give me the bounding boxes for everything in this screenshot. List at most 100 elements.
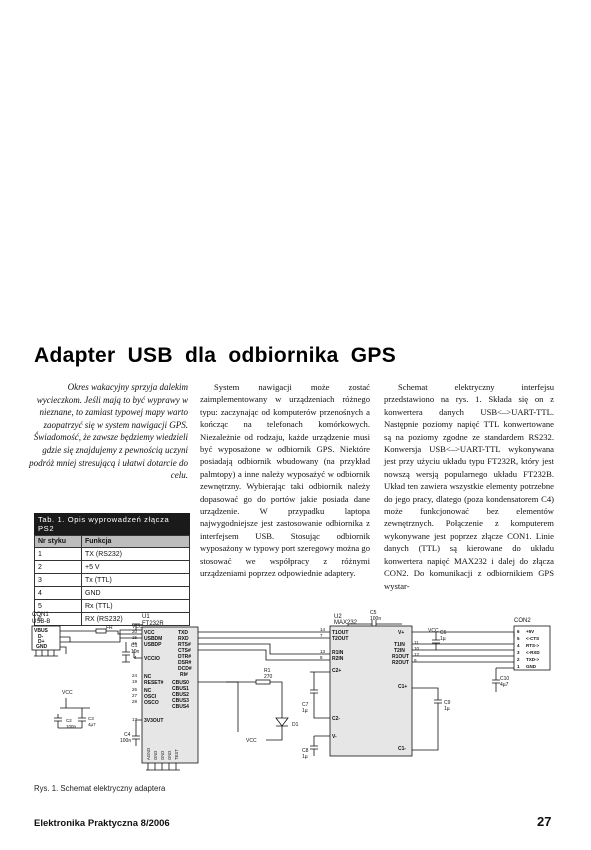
table-cell: +5 V [81, 560, 190, 574]
table-cell: RX (RS232) [81, 612, 190, 626]
c2-label: C2 [66, 718, 72, 723]
con2-pin-number: 3 [517, 650, 520, 655]
u1-pin-number: 19 [132, 679, 138, 684]
u1-pin: RXD [178, 636, 189, 642]
con2-pin: +5V [526, 629, 534, 634]
d1-diode [266, 717, 289, 741]
u2-pin-number: 10 [414, 646, 420, 651]
con2-pin: GND [526, 664, 537, 669]
u1-pin: NC [144, 688, 152, 694]
u1-pin: RI# [180, 672, 188, 678]
con2-pin-number: 6 [517, 629, 520, 634]
u1-pin: CBUS0 [172, 680, 189, 686]
u2-pin: R1OUT [392, 654, 409, 660]
u2-pin: R2OUT [392, 660, 409, 666]
c9-label: C9 [444, 700, 451, 706]
table-cell: 2 [34, 560, 82, 574]
u1-gnd-pin: GND [160, 751, 165, 760]
con2-pin-number: 5 [517, 636, 520, 641]
u1-pin-number: 20 [132, 629, 138, 634]
u1-gnd-pin: TEST [174, 749, 179, 760]
c6-label: C6 [440, 630, 447, 636]
con2-pin: TXD-> [526, 657, 539, 662]
table-header: Nr styku [34, 535, 82, 548]
u2-pin-number: 12 [414, 652, 420, 657]
article-column-2: System nawigacji może zostać zaimplement… [200, 381, 370, 580]
table-cell: TX (RS232) [81, 547, 190, 561]
c1-value: 10n [131, 649, 140, 655]
vcc-label: VCC [246, 738, 257, 744]
page-number: 27 [537, 814, 552, 829]
u1-pin-number: 26 [132, 687, 138, 692]
con2-label: CON2 [514, 618, 531, 624]
con2-pin-number: 4 [517, 643, 520, 648]
u1-pin: VCCIO [144, 656, 160, 662]
con1-pin: D+ [38, 639, 45, 645]
u2-pin: T2IN [394, 648, 405, 654]
lead-text: Okres wakacyjny sprzyja dalekim wycieczk… [29, 382, 188, 481]
vcc-label: VCC [62, 690, 73, 696]
article-lead: Okres wakacyjny sprzyja dalekim wycieczk… [28, 381, 188, 482]
u2-pin: R1IN [332, 650, 344, 656]
u1-pin: RTS# [178, 642, 191, 648]
u2-pin: V+ [398, 630, 404, 636]
r1-value: 270 [264, 674, 273, 680]
vcc-label: VCC [428, 628, 439, 634]
c4-label: C4 [124, 732, 131, 738]
u2-label: U2 [334, 614, 342, 620]
table-cell: 4 [34, 586, 82, 600]
u1-pin: OSCI [144, 694, 157, 700]
u2-pin-number: 7 [320, 633, 323, 638]
c8-label: C8 [302, 748, 309, 754]
u1-pin-number: 4 [134, 655, 137, 660]
u2-pin-number: 13 [320, 649, 326, 654]
con2-pin: <-RXD [526, 650, 540, 655]
u1-pin: TXD [178, 630, 188, 636]
journal-footer: Elektronika Praktyczna 8/2006 [34, 818, 170, 829]
c10-label: C10 [500, 676, 509, 682]
con2-pin-number: 2 [517, 657, 520, 662]
u1-pin: CBUS3 [172, 698, 189, 704]
u2-pin: C1- [398, 746, 406, 752]
u2-pin: C2- [332, 716, 340, 722]
c5-value: 100n [370, 616, 381, 622]
con1-label: CON1 [32, 612, 49, 618]
u2-pin-number: 11 [414, 640, 419, 645]
d1-label: D1 [292, 722, 299, 728]
pinout-table: Tab. 1. Opis wyprowadzeń złącza PS2 Nr s… [34, 513, 190, 626]
c4-value: 100n [120, 738, 131, 744]
table-cell: 1 [34, 547, 82, 561]
fr-ferrite [95, 628, 107, 634]
con1-connector [31, 625, 61, 651]
con1-pin: D- [38, 634, 44, 640]
c5-label: C5 [370, 610, 377, 616]
con2-pin: RTS-> [526, 643, 539, 648]
u2-pin: T2OUT [332, 636, 348, 642]
u1-pin-number: 27 [132, 693, 138, 698]
con1-pin: VBUS [34, 628, 49, 634]
u1-pin: CBUS1 [172, 686, 189, 692]
u1-pin: VCC [144, 630, 155, 636]
con1-wires [34, 630, 70, 657]
u1-pin-number: 17 [132, 717, 138, 722]
con2-pin: <-CTS [526, 636, 539, 641]
column-2-text: System nawigacji może zostać zaimplement… [200, 382, 370, 579]
u1-label: U1 [142, 614, 150, 620]
con1-pin: GND [36, 644, 48, 650]
c1-capacitor [122, 642, 130, 663]
u2-chip [329, 625, 413, 757]
u1-pin-number: 16 [132, 641, 138, 646]
column-3-text: Schemat elektryczny interfejsu przedstaw… [384, 382, 554, 591]
u2-pin: C1+ [398, 684, 407, 690]
u1-pin: USBDP [144, 642, 162, 648]
c3-label: C3 [88, 716, 94, 721]
u1-pin: NC [144, 674, 152, 680]
u1-aux-wires [132, 650, 180, 771]
u1-pin: 3V3OUT [144, 718, 163, 724]
c3-value: 4µ7 [88, 722, 96, 727]
u1-pin: OSCO [144, 700, 159, 706]
u1-pin: DCD# [178, 666, 192, 672]
c7-value: 1µ [302, 708, 308, 714]
table-cell: GND [81, 586, 190, 600]
